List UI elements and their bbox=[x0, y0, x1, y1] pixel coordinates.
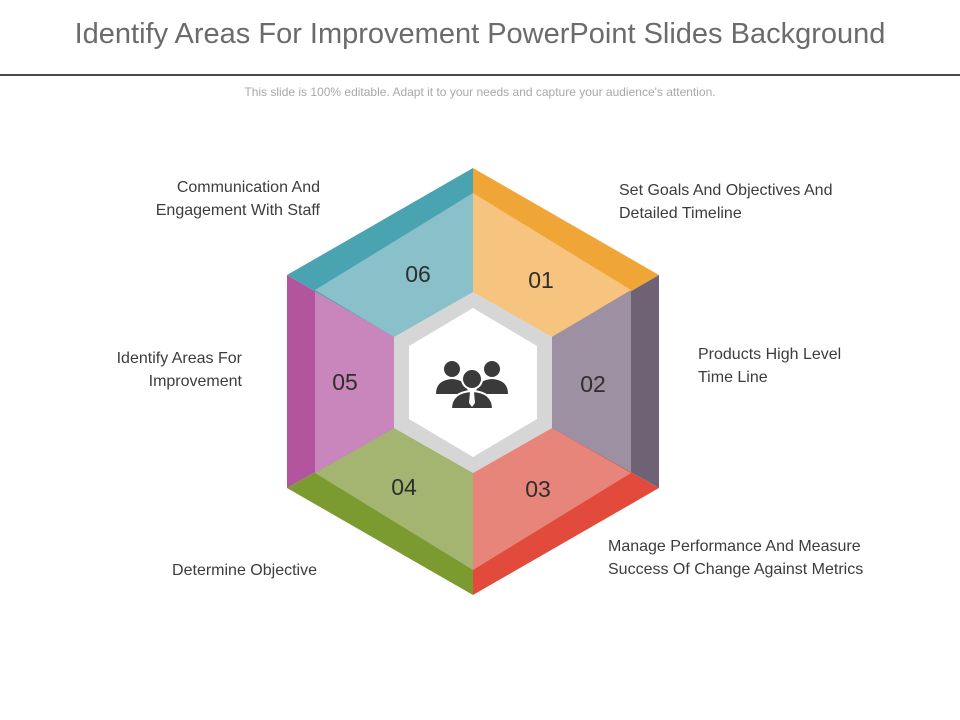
segment-number-06: 06 bbox=[405, 261, 431, 287]
segment-number-05: 05 bbox=[332, 369, 358, 395]
slide-subtitle: This slide is 100% editable. Adapt it to… bbox=[244, 85, 716, 99]
segment-label-06: Communication And Engagement With Staff bbox=[155, 179, 320, 219]
segment-01-face bbox=[473, 193, 631, 337]
title-divider bbox=[0, 74, 960, 76]
people-group-icon bbox=[436, 361, 508, 410]
segment-06-face bbox=[315, 193, 473, 337]
segment-label-01: Set Goals And Objectives And Detailed Ti… bbox=[619, 182, 833, 222]
segment-06 bbox=[287, 168, 473, 337]
numbers-layer: 01 02 03 04 05 06 bbox=[332, 261, 606, 502]
slide-title: Identify Areas For Improvement PowerPoin… bbox=[74, 18, 886, 50]
segment-label-05: Identify Areas For Improvement bbox=[116, 350, 242, 390]
segment-03-face bbox=[473, 428, 631, 570]
segment-05-face bbox=[315, 290, 394, 473]
segment-04-face bbox=[315, 428, 473, 570]
segments-layer bbox=[287, 168, 659, 595]
segment-number-02: 02 bbox=[580, 371, 606, 397]
segment-label-04: Determine Objective bbox=[172, 562, 317, 579]
segment-01 bbox=[473, 168, 659, 337]
segment-number-01: 01 bbox=[528, 267, 554, 293]
segment-02-face bbox=[552, 290, 631, 473]
segment-number-04: 04 bbox=[391, 474, 417, 500]
segment-label-02: Products High Level Time Line bbox=[698, 346, 842, 386]
segment-05 bbox=[287, 275, 394, 488]
segment-02 bbox=[552, 275, 659, 488]
segment-number-03: 03 bbox=[525, 476, 551, 502]
segment-04 bbox=[287, 428, 473, 595]
segment-03 bbox=[473, 428, 659, 595]
segment-label-03: Manage Performance And Measure Success O… bbox=[608, 538, 864, 578]
